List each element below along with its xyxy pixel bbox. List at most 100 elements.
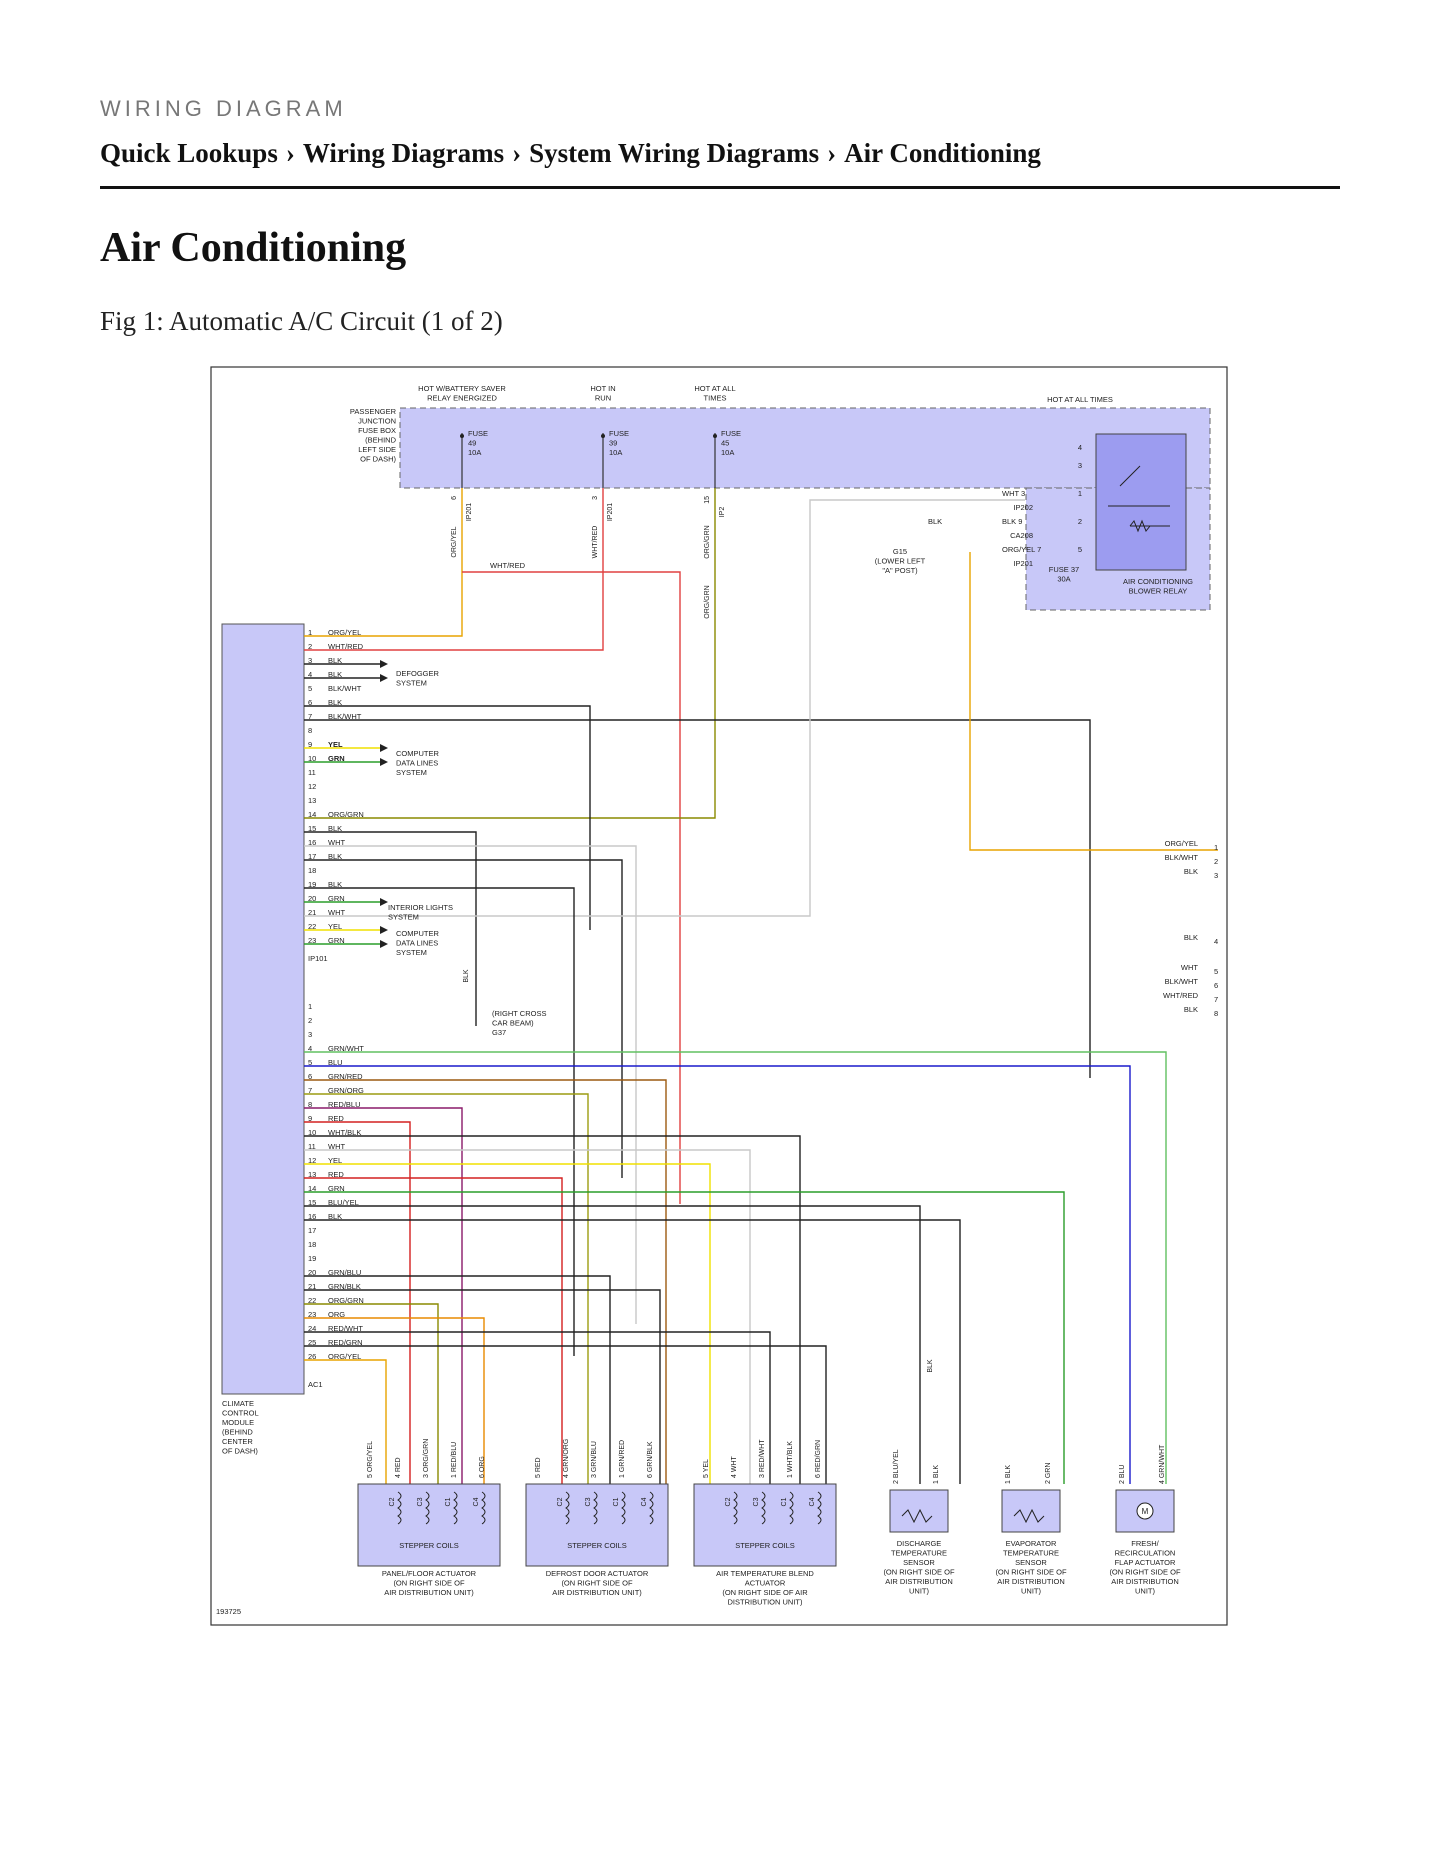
actuator-name: ACTUATOR (745, 1579, 786, 1588)
blower-pin-wire: BLK (1184, 867, 1198, 876)
fuse-pin-number: 3 (592, 496, 599, 500)
actuator-pin-label: 6 RED/GRN (815, 1440, 822, 1478)
coil-label: C4 (809, 1497, 816, 1506)
module-pin-wire: GRN (328, 1184, 345, 1193)
module-pin-number: 26 (308, 1352, 316, 1361)
module-name: CLIMATE (222, 1399, 254, 1408)
data-lines-system-label-2: SYSTEM (396, 948, 427, 957)
blower-pin-number: 7 (1214, 995, 1218, 1004)
relay-pin-number: 1 (1078, 489, 1082, 498)
coil-symbol (649, 1491, 654, 1525)
actuator-name: DEFROST DOOR ACTUATOR (546, 1569, 649, 1578)
relay-name: AIR CONDITIONING (1123, 577, 1193, 586)
module-pin-number: 4 (308, 1044, 312, 1053)
fuse-column-heading: HOT IN (590, 384, 615, 393)
actuator-pin-label: 5 RED (535, 1457, 542, 1478)
module-pin-wire: BLK (328, 1212, 342, 1221)
blower-pin-wire: BLK (1184, 933, 1198, 942)
interior-lights-system-label: SYSTEM (388, 913, 419, 922)
fuse-wire-label: WHT/RED (592, 526, 599, 559)
module-pin-wire: RED/WHT (328, 1324, 363, 1333)
module-pin-wire: WHT/BLK (328, 1128, 361, 1137)
relay-wire-label: ORG/YEL 7 (1002, 545, 1041, 554)
sensor-name: SENSOR (903, 1558, 935, 1567)
coil-symbol (733, 1491, 738, 1525)
module-pin-wire: BLK (328, 670, 342, 679)
module-pin-wire: GRN/BLK (328, 1282, 361, 1291)
module-pin-wire: BLK (328, 698, 342, 707)
module-pin-wire: RED/GRN (328, 1338, 363, 1347)
relay-fuse-label: 30A (1057, 575, 1070, 584)
module-pin-number: 13 (308, 1170, 316, 1179)
coil-label: C2 (725, 1497, 732, 1506)
wire-blk-ground (304, 831, 477, 1026)
connector-ac1-label: AC1 (308, 1380, 323, 1389)
fuse-box-label: (BEHIND (365, 436, 396, 445)
fuse-wire-label: ORG/GRN (704, 525, 711, 558)
actuator-pin-label: 1 GRN/RED (619, 1440, 626, 1478)
module-pin-number: 5 (308, 1058, 312, 1067)
interior-lights-system-label: INTERIOR LIGHTS (388, 903, 453, 912)
coil-label: C4 (473, 1497, 480, 1506)
blower-pin-wire: WHT (1181, 963, 1198, 972)
fuse-column-heading: HOT AT ALL (694, 384, 735, 393)
wire-blk-8 (304, 887, 575, 1356)
thermistor-symbol (1013, 1508, 1045, 1524)
coil-symbol (761, 1491, 766, 1525)
relay-fuse-label: FUSE 37 (1049, 565, 1079, 574)
actuator-pin-label: 1 RED/BLU (451, 1442, 458, 1478)
blower-pin-wire: BLK/WHT (1165, 977, 1199, 986)
splice-wire-label-2: ORG/GRN (704, 585, 711, 618)
relay-ground-label: (LOWER LEFT (875, 557, 926, 566)
motor-symbol (1136, 1502, 1154, 1520)
wire-ac1-22 (304, 1303, 439, 1484)
breadcrumb-quick-lookups[interactable]: Quick Lookups (100, 138, 278, 168)
system-arrow (380, 758, 388, 766)
fuse-label: 45 (721, 439, 729, 448)
module-pin-wire: RED/BLU (328, 1100, 361, 1109)
module-name: CONTROL (222, 1409, 259, 1418)
module-pin-wire: BLK (328, 656, 342, 665)
wire-ac1-4 (304, 1051, 1167, 1484)
module-pin-number: 23 (308, 1310, 316, 1319)
system-arrow (380, 926, 388, 934)
module-name: (BEHIND (222, 1428, 253, 1437)
relay-pin-number: 3 (1078, 461, 1082, 470)
fuse-connector-label: IP2 (719, 507, 726, 518)
wire-ac1-16 (304, 1219, 961, 1484)
module-pin-number: 5 (308, 684, 312, 693)
breadcrumb-system-wiring-diagrams[interactable]: System Wiring Diagrams (529, 138, 820, 168)
defogger-system-label: DEFOGGER (396, 669, 440, 678)
coil-symbol (425, 1491, 430, 1525)
stepper-coils-label: STEPPER COILS (567, 1541, 627, 1550)
module-pin-number: 24 (308, 1324, 316, 1333)
breadcrumb-wiring-diagrams[interactable]: Wiring Diagrams (302, 138, 505, 168)
splice-wire-label: WHT/RED (490, 561, 526, 570)
wire-ac1-24 (304, 1331, 771, 1484)
coil-symbol (397, 1491, 402, 1525)
module-pin-wire: BLK (328, 852, 342, 861)
stepper-coils-label: STEPPER COILS (399, 1541, 459, 1550)
relay-connector-label: IP202 (1013, 503, 1033, 512)
actuator-pin-label: 5 YEL (703, 1459, 710, 1478)
module-pin-number: 25 (308, 1338, 316, 1347)
module-pin-number: 7 (308, 712, 312, 721)
sensor-name: FLAP ACTUATOR (1115, 1558, 1176, 1567)
module-pin-number: 13 (308, 796, 316, 805)
module-name: CENTER (222, 1437, 253, 1446)
fuse-box-label: PASSENGER (350, 407, 397, 416)
relay-pin-number: 5 (1078, 545, 1082, 554)
fuse-box-label: OF DASH) (360, 455, 396, 464)
coil-label: C3 (417, 1497, 424, 1506)
module-pin-number: 8 (308, 1100, 312, 1109)
fuse-label: FUSE (721, 429, 741, 438)
blower-pin-wire: ORG/YEL (1165, 839, 1198, 848)
module-pin-number: 21 (308, 1282, 316, 1291)
fuse-node (713, 434, 717, 438)
sensor-name: AIR DISTRIBUTION (885, 1577, 953, 1586)
fuse-label: 10A (468, 448, 481, 457)
coil-label: C2 (557, 1497, 564, 1506)
module-pin-number: 6 (308, 1072, 312, 1081)
fuse-pin-number: 15 (704, 496, 711, 504)
breadcrumb-air-conditioning[interactable]: Air Conditioning (844, 138, 1041, 168)
